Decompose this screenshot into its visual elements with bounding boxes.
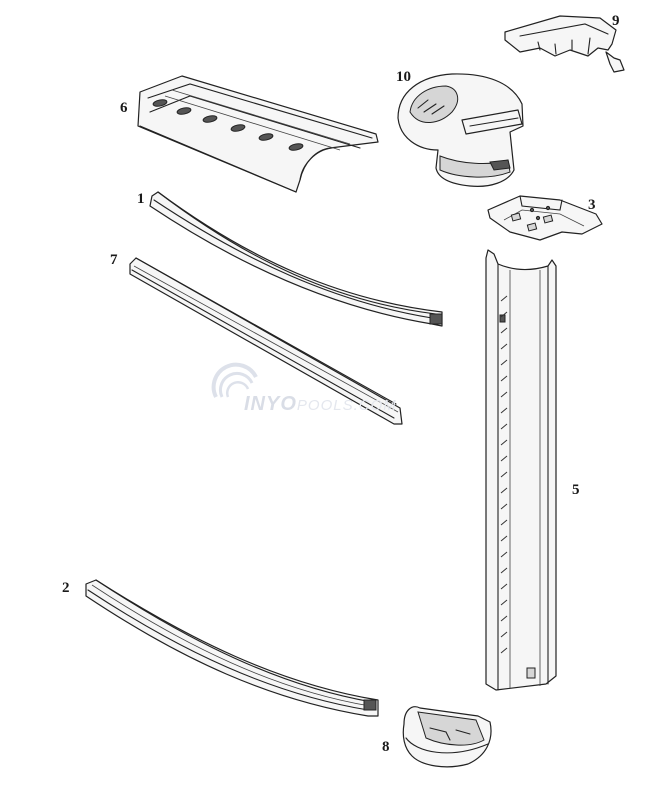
seat-slots [152,99,304,151]
label-part-9: 9 [612,13,620,29]
upright-slot [500,327,508,334]
upright-slot [500,551,508,558]
upright-slot [500,455,508,462]
upright-slot [500,519,508,526]
part-10-top-cap-cover [397,73,524,187]
upright-slot [500,391,508,398]
upright-slot [500,487,508,494]
part-7-stabilizer-rail [129,257,403,425]
watermark-text: INYOPOOLS.COM [244,393,397,416]
upright-slot [500,375,508,382]
watermark: INYOPOOLS.COM [206,357,466,417]
upright-slot [500,295,508,302]
upright-slot [500,311,508,318]
upright-slot [500,343,508,350]
part-9-top-cap [504,15,625,73]
upright-slot [500,471,508,478]
part-1-bottom-track [149,191,443,327]
label-part-3: 3 [588,197,596,213]
upright-slots [500,295,508,654]
part-6-top-seat [137,75,379,193]
inyo-logo-icon [211,362,258,398]
upright-slot [500,631,508,638]
label-part-7: 7 [110,252,118,268]
upright-slot [500,567,508,574]
watermark-sub: POOLS.COM [296,397,397,414]
upright-slot [500,503,508,510]
part-2-top-track [85,579,379,717]
upright-slot [500,535,508,542]
upright-slot [500,423,508,430]
upright-slot [500,359,508,366]
upright-slot [500,615,508,622]
label-part-1: 1 [137,191,145,207]
part-5-upright [485,249,557,691]
upright-slot [500,599,508,606]
label-part-5: 5 [572,482,580,498]
watermark-main: INYO [244,393,297,415]
upright-slot [500,407,508,414]
label-part-8: 8 [382,739,390,755]
upright-slot [500,647,508,654]
label-part-2: 2 [62,580,70,596]
upright-slot [500,583,508,590]
part-8-bottom-cup [402,706,492,768]
label-part-6: 6 [120,100,128,116]
upright-slot [500,439,508,446]
label-part-10: 10 [396,69,411,85]
part-3-connector-plate [487,195,603,241]
